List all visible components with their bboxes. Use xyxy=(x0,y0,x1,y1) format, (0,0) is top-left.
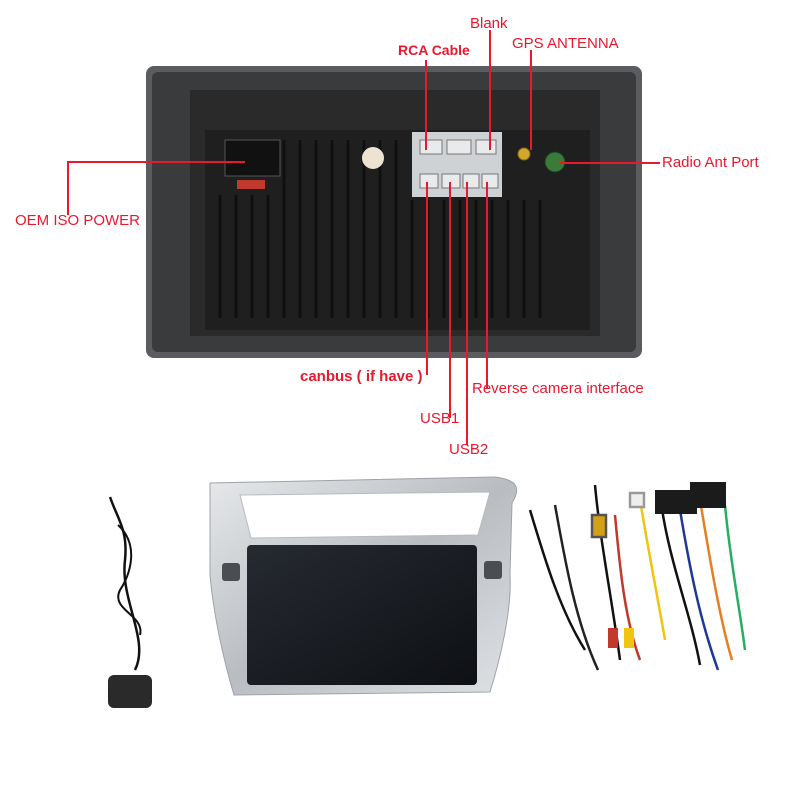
label-usb1: USB1 xyxy=(420,410,460,427)
label-radio-ant-port: Radio Ant Port xyxy=(662,154,759,171)
sticker xyxy=(362,147,384,169)
leader-lines xyxy=(67,30,660,445)
head-unit-front xyxy=(209,476,518,696)
head-unit-rear xyxy=(146,66,642,358)
screen xyxy=(247,545,477,685)
iso-power-connector xyxy=(224,139,281,177)
gps-port xyxy=(517,147,531,161)
label-rca-cable: RCA Cable xyxy=(398,42,470,58)
label-blank: Blank xyxy=(470,15,508,32)
label-usb2: USB2 xyxy=(449,441,489,458)
label-canbus: canbus ( if have ) xyxy=(300,368,423,385)
label-gps-antenna: GPS ANTENNA xyxy=(512,35,619,52)
label-reverse-camera: Reverse camera interface xyxy=(472,380,644,397)
label-oem-iso-power: OEM ISO POWER xyxy=(15,212,141,229)
wiring-harness-icon xyxy=(528,482,747,671)
gps-antenna-icon xyxy=(108,496,152,708)
